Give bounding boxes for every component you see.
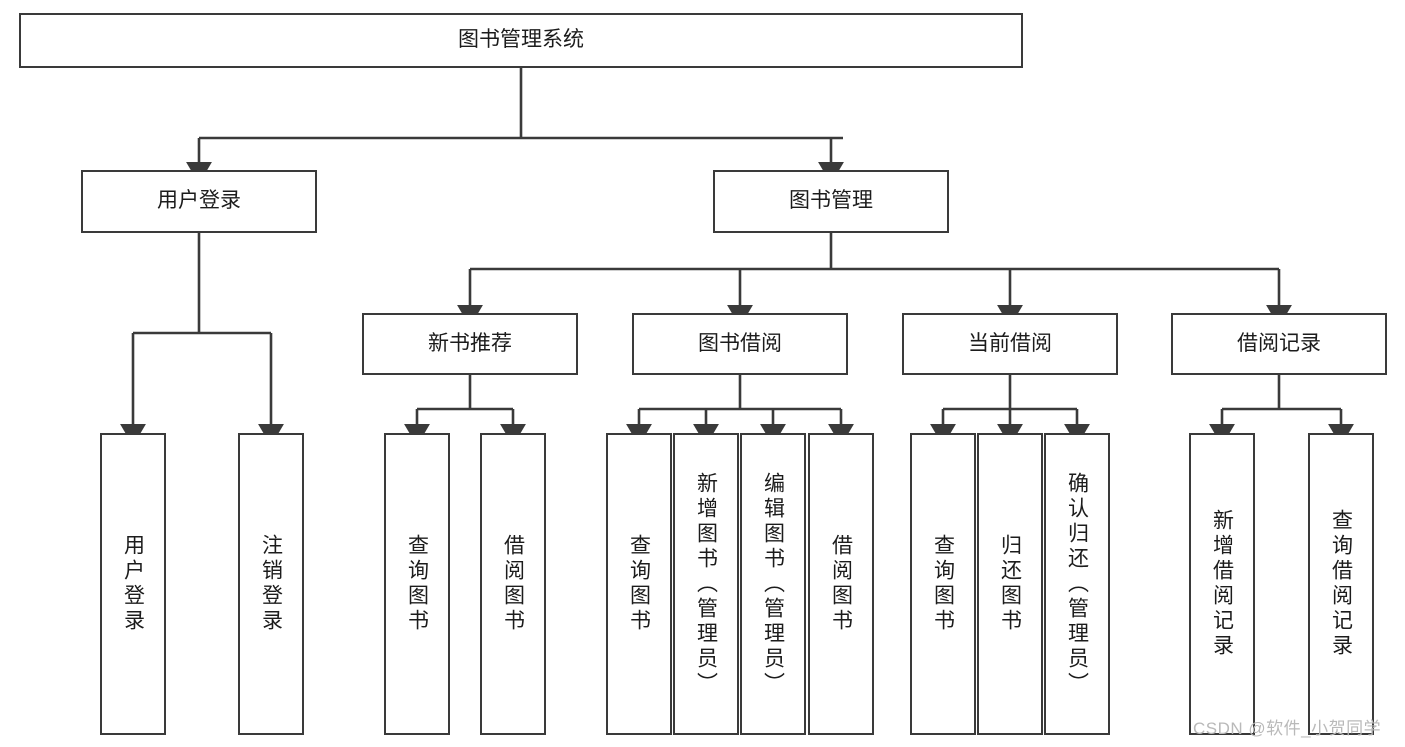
node-current-borrow[interactable]: 当前借阅 <box>902 313 1118 375</box>
leaf-record-query-record[interactable]: 查询借阅记录 <box>1308 433 1374 735</box>
node-label: 借阅图书 <box>501 534 525 634</box>
leaf-record-add-record[interactable]: 新增借阅记录 <box>1189 433 1255 735</box>
node-label: 查询借阅记录 <box>1329 509 1353 659</box>
csdn-watermark: CSDN @软件_小贺同学 <box>1193 719 1382 738</box>
node-book-borrow[interactable]: 图书借阅 <box>632 313 848 375</box>
leaf-current-return-book[interactable]: 归还图书 <box>977 433 1043 735</box>
node-label: 图书管理系统 <box>458 28 584 52</box>
node-label: 当前借阅 <box>968 331 1052 355</box>
leaf-current-confirm-return-admin[interactable]: 确认归还（管理员） <box>1044 433 1110 735</box>
leaf-borrow-add-book-admin[interactable]: 新增图书（管理员） <box>673 433 739 735</box>
node-label: 查询图书 <box>931 534 955 634</box>
node-book-management[interactable]: 图书管理 <box>713 170 949 233</box>
node-label: 编辑图书（管理员） <box>761 471 785 697</box>
node-label: 用户登录 <box>121 534 145 634</box>
leaf-borrow-query-book[interactable]: 查询图书 <box>606 433 672 735</box>
node-label: 确认归还（管理员） <box>1065 471 1089 697</box>
leaf-current-query-book[interactable]: 查询图书 <box>910 433 976 735</box>
node-new-book-recommend[interactable]: 新书推荐 <box>362 313 578 375</box>
leaf-user-login-login[interactable]: 用户登录 <box>100 433 166 735</box>
node-label: 图书借阅 <box>698 331 782 355</box>
leaf-recommend-query-book[interactable]: 查询图书 <box>384 433 450 735</box>
node-label: 新增借阅记录 <box>1210 509 1234 659</box>
leaf-borrow-borrow-book[interactable]: 借阅图书 <box>808 433 874 735</box>
node-label: 归还图书 <box>998 534 1022 634</box>
node-label: 借阅记录 <box>1237 331 1321 355</box>
node-label: 查询图书 <box>627 534 651 634</box>
node-label: 新书推荐 <box>428 331 512 355</box>
leaf-user-login-logout[interactable]: 注销登录 <box>238 433 304 735</box>
node-root-book-management-system[interactable]: 图书管理系统 <box>19 13 1023 68</box>
node-label: 查询图书 <box>405 534 429 634</box>
node-label: 图书管理 <box>789 189 873 213</box>
node-user-login[interactable]: 用户登录 <box>81 170 317 233</box>
node-label: 用户登录 <box>157 189 241 213</box>
node-label: 新增图书（管理员） <box>694 471 718 697</box>
node-label: 注销登录 <box>259 534 283 634</box>
leaf-borrow-edit-book-admin[interactable]: 编辑图书（管理员） <box>740 433 806 735</box>
node-borrow-record[interactable]: 借阅记录 <box>1171 313 1387 375</box>
node-label: 借阅图书 <box>829 534 853 634</box>
leaf-recommend-borrow-book[interactable]: 借阅图书 <box>480 433 546 735</box>
